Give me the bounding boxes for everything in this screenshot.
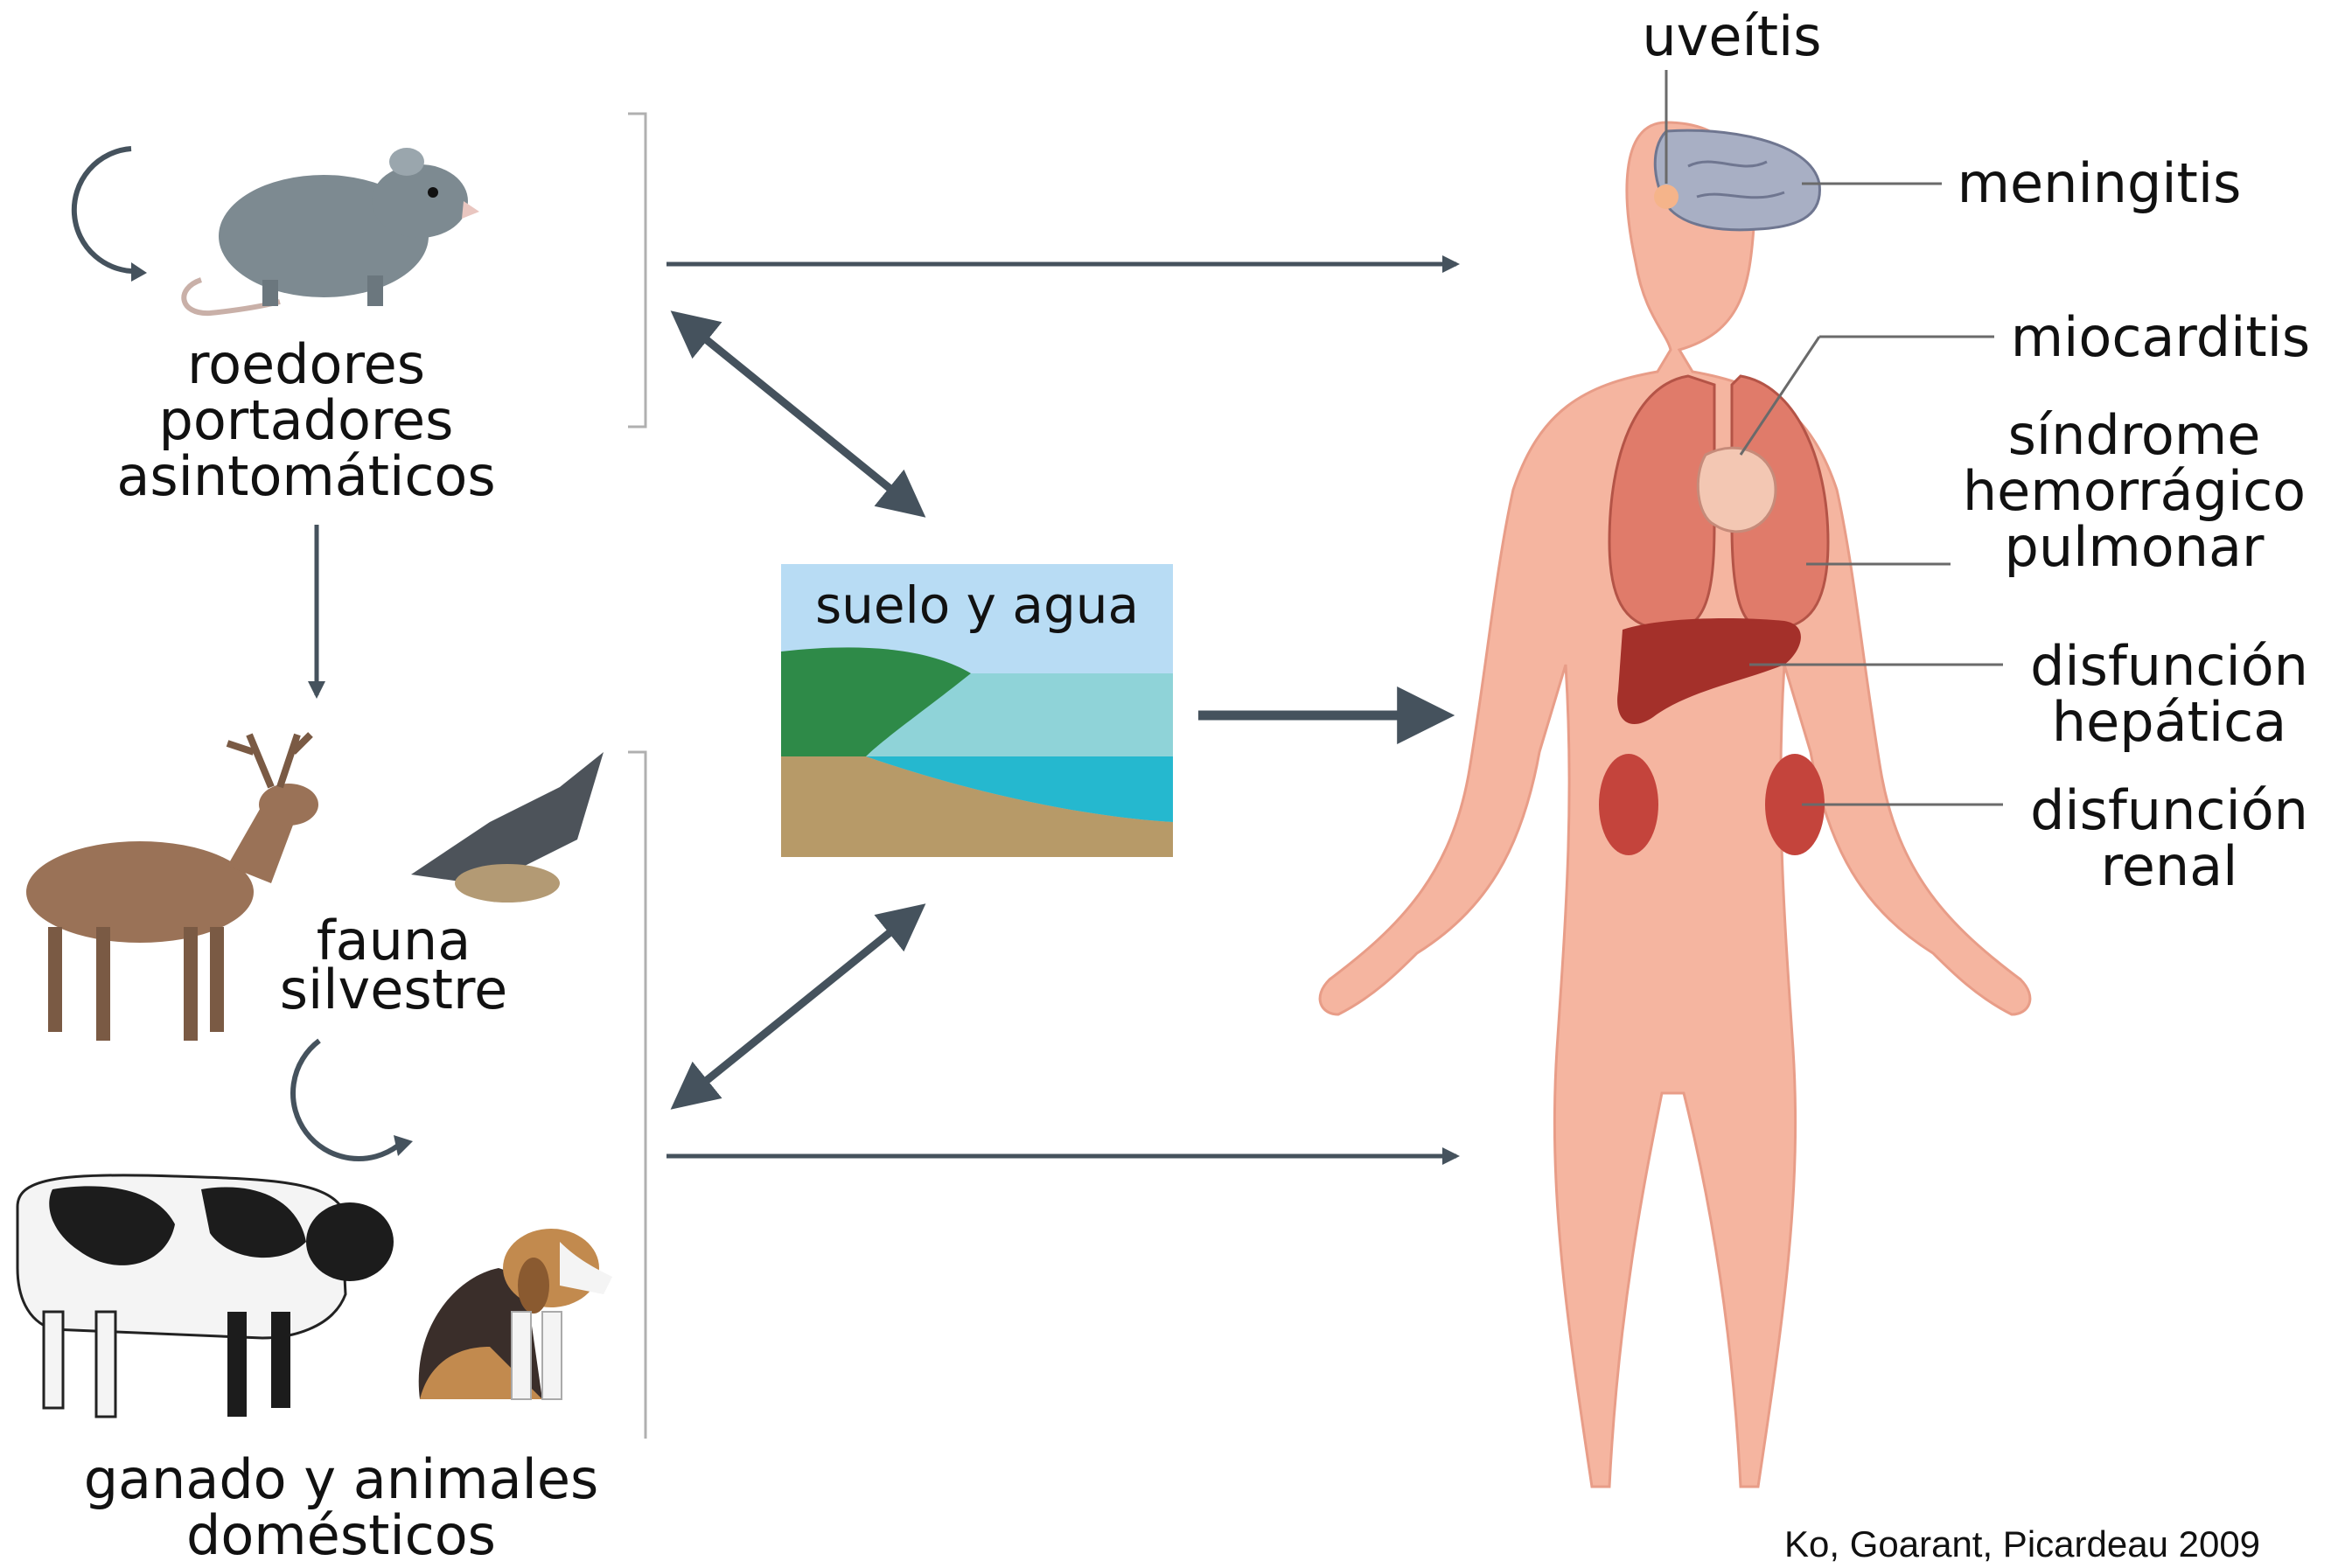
environment-label: suelo y agua xyxy=(781,577,1173,633)
myocarditis-label-text: miocarditis xyxy=(2003,310,2318,366)
rodent-label: roedores portadores asintomáticos xyxy=(96,337,516,505)
pulmonary-label-line-2: hemorrágico xyxy=(1959,463,2309,519)
wildlife-label: fauna silvestre xyxy=(245,916,542,1014)
renal-label-line-2: renal xyxy=(2012,839,2327,895)
meningitis-label: meningitis xyxy=(1951,156,2248,212)
pulmonary-label: síndrome hemorrágico pulmonar xyxy=(1959,408,2309,575)
cow-icon xyxy=(17,1175,394,1417)
hepatic-label-line-2: hepática xyxy=(2012,694,2327,750)
renal-label: disfunción renal xyxy=(2012,783,2327,895)
rodent-label-line-2: portadores xyxy=(96,393,516,449)
myocarditis-label: miocarditis xyxy=(2003,310,2318,366)
bat-icon xyxy=(411,752,604,902)
wildlife-label-line-2: silvestre xyxy=(245,965,542,1014)
pulmonary-label-line-1: síndrome xyxy=(1959,408,2309,463)
rodent-label-line-3: asintomáticos xyxy=(96,449,516,505)
renal-label-line-1: disfunción xyxy=(2012,783,2327,839)
rodent-bracket xyxy=(628,114,646,427)
wildlife-cycle-icon xyxy=(293,1041,413,1159)
meningitis-label-text: meningitis xyxy=(1951,156,2248,212)
livestock-label-line-1: ganado y animales xyxy=(79,1452,604,1508)
uveitis-label: uveítis xyxy=(1627,9,1837,65)
livestock-label: ganado y animales domésticos xyxy=(79,1452,604,1564)
environment-label-text: suelo y agua xyxy=(781,577,1173,633)
rodent-cycle-icon xyxy=(74,149,147,282)
hepatic-label: disfunción hepática xyxy=(2012,638,2327,750)
dog-icon xyxy=(419,1229,612,1399)
source-credit: Ko, Goarant, Picardeau 2009 xyxy=(1784,1523,2260,1565)
rat-icon xyxy=(184,148,479,313)
pulmonary-label-line-3: pulmonar xyxy=(1959,519,2309,575)
rodent-environment-arrow xyxy=(678,317,918,512)
hepatic-label-line-1: disfunción xyxy=(2012,638,2327,694)
livestock-label-line-2: domésticos xyxy=(79,1508,604,1564)
animals-environment-arrow xyxy=(678,909,918,1104)
rodent-label-line-1: roedores xyxy=(96,337,516,393)
uveitis-label-text: uveítis xyxy=(1627,9,1837,65)
animal-bracket xyxy=(628,752,646,1439)
